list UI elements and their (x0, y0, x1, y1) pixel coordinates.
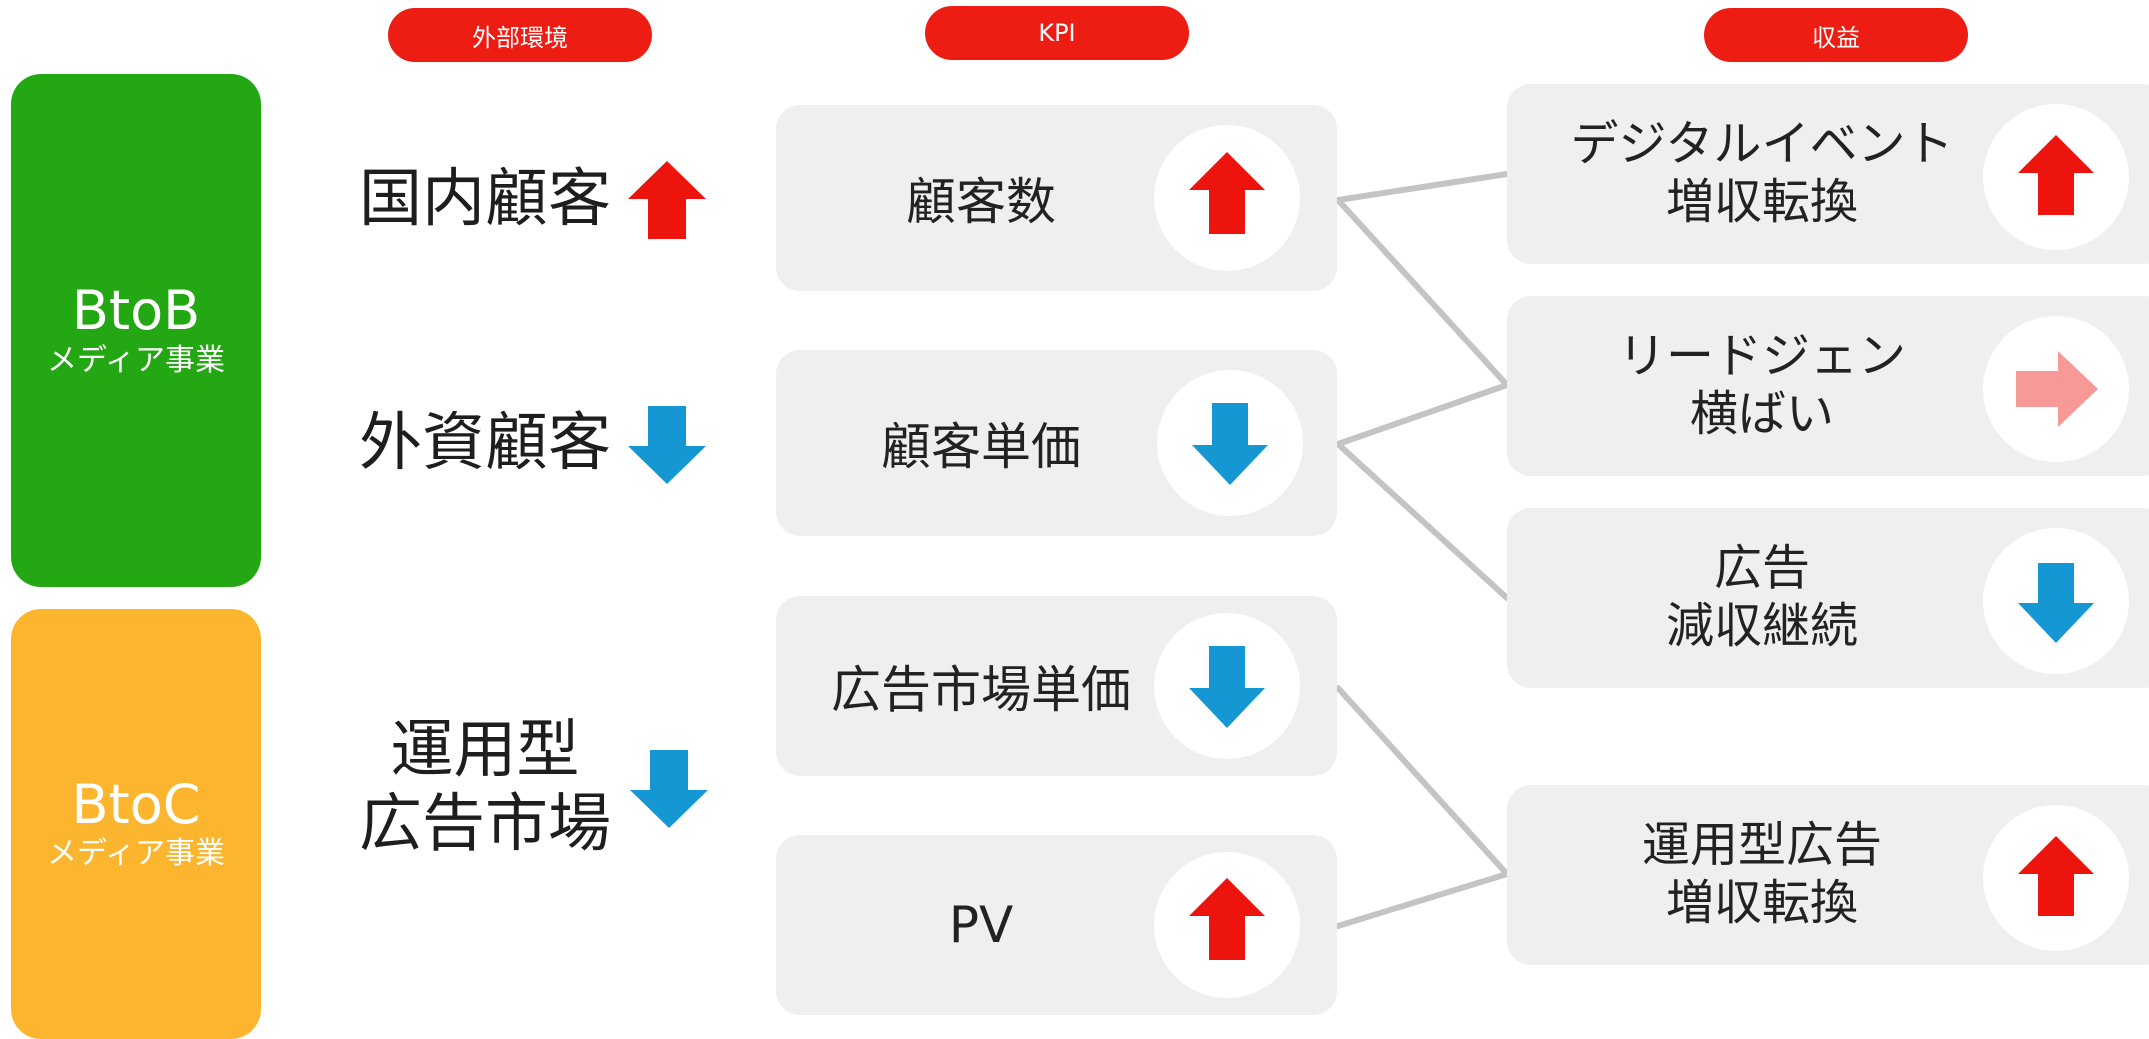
external-programmatic-line1: 運用型 (390, 713, 580, 786)
kpi-ad-unit-price-label: 広告市場単価 (831, 661, 1131, 719)
arrow-up-icon (628, 161, 706, 239)
revenue-card-lead-gen: リードジェン 横ばい (1507, 296, 2149, 476)
revenue-card-programmatic-ads: 運用型広告 増収転換 (1507, 785, 2149, 965)
link-customers-digital-event (1335, 171, 1510, 203)
header-external: 外部環境 (388, 8, 652, 62)
revenue-digital-event-label: デジタルイベント 増収転換 (1507, 84, 2017, 264)
segment-btob-name: BtoB (71, 279, 201, 343)
arrow-down-icon (630, 750, 708, 828)
link-unit-price-lead-gen (1335, 382, 1510, 447)
arrow-down-icon (2018, 563, 2094, 643)
arrow-down-icon (628, 406, 706, 484)
revenue-card-digital-event: デジタルイベント 増収転換 (1507, 84, 2149, 264)
segment-btoc-sub: メディア事業 (47, 836, 225, 872)
kpi-card-unit-price: 顧客単価 (776, 350, 1337, 536)
header-kpi: KPI (925, 6, 1189, 60)
kpi-customers-label: 顧客数 (906, 173, 1056, 231)
arrow-up-icon (1189, 878, 1265, 960)
segment-btoc: BtoC メディア事業 (11, 609, 261, 1039)
revenue-lead-gen-label: リードジェン 横ばい (1507, 296, 2017, 476)
revenue-lead-gen-line2: 横ばい (1689, 386, 1834, 442)
revenue-programmatic-ads-line1: 運用型広告 (1641, 817, 1882, 874)
kpi-card-customers: 顧客数 (776, 105, 1337, 291)
revenue-lead-gen-line1: リードジェン (1617, 328, 1906, 385)
kpi-pv-label: PV (948, 896, 1014, 954)
segment-btob-sub: メディア事業 (47, 342, 225, 378)
revenue-card-ads: 広告 減収継続 (1507, 508, 2149, 688)
segment-btob: BtoB メディア事業 (11, 74, 261, 587)
external-programmatic-label: 運用型 広告市場 (355, 713, 615, 862)
kpi-card-pv: PV (776, 835, 1337, 1015)
arrow-down-icon (1189, 646, 1265, 728)
external-domestic-label: 国内顧客 (359, 162, 611, 235)
header-revenue: 収益 (1704, 8, 1968, 62)
revenue-digital-event-line2: 増収転換 (1665, 174, 1858, 230)
external-foreign-label: 外資顧客 (359, 406, 611, 479)
external-programmatic-line2: 広告市場 (359, 787, 611, 861)
segment-btoc-name: BtoC (71, 772, 201, 836)
link-ad-price-programmatic (1335, 685, 1510, 877)
arrow-right-icon (2016, 351, 2098, 427)
revenue-programmatic-ads-line2: 増収転換 (1665, 875, 1858, 931)
arrow-down-icon (1192, 403, 1268, 485)
revenue-ads-line2: 減収継続 (1665, 598, 1858, 654)
revenue-ads-label: 広告 減収継続 (1507, 508, 2017, 688)
link-customers-lead-gen (1335, 197, 1510, 388)
revenue-ads-line1: 広告 (1713, 540, 1810, 597)
link-pv-programmatic (1335, 871, 1510, 929)
revenue-programmatic-ads-label: 運用型広告 増収転換 (1507, 785, 2017, 965)
kpi-card-ad-unit-price: 広告市場単価 (776, 596, 1337, 776)
arrow-up-icon (1189, 152, 1265, 234)
arrow-up-icon (2018, 135, 2094, 215)
kpi-unit-price-label: 顧客単価 (881, 418, 1081, 476)
arrow-up-icon (2018, 836, 2094, 916)
link-unit-price-ads (1335, 441, 1510, 601)
revenue-digital-event-line1: デジタルイベント (1570, 116, 1954, 173)
